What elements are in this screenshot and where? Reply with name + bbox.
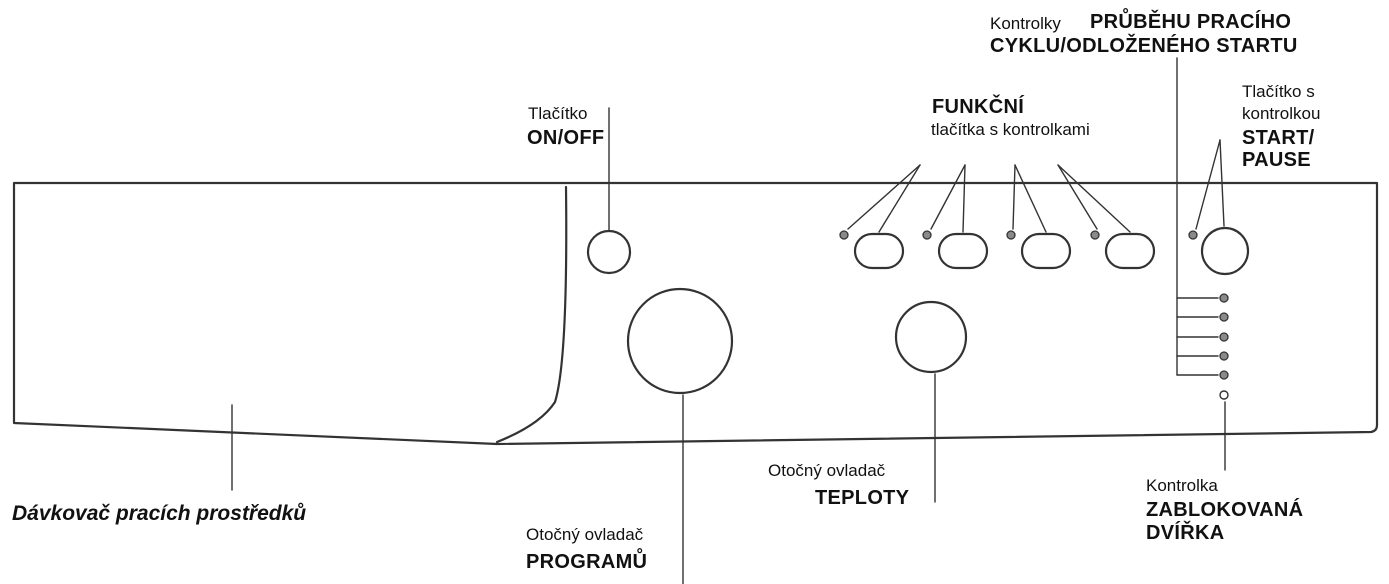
- progress-led-2: [1219, 312, 1229, 322]
- function-button-4: [1104, 232, 1156, 270]
- progress-led-1: [1219, 293, 1229, 303]
- progress-lights-label-line1: PRŮBĚHU PRACÍHO: [1090, 11, 1292, 33]
- function-led-3: [1006, 230, 1016, 240]
- door-lock-label-line2: ZABLOKOVANÁ: [1146, 499, 1304, 521]
- temperature-knob: [894, 300, 968, 374]
- start-pause-label-line1: Tlačítko s: [1242, 82, 1315, 101]
- door-lock-label-line3: DVÍŘKA: [1146, 522, 1225, 544]
- program-knob-label-line1: Otočný ovladač: [526, 525, 644, 544]
- progress-lights-label-line2: CYKLU/ODLOŽENÉHO STARTU: [990, 35, 1298, 57]
- function-led-1: [839, 230, 849, 240]
- start-pause-label-line3: START/: [1242, 127, 1315, 149]
- on-off-label-line2: ON/OFF: [527, 127, 605, 149]
- progress-led-5: [1219, 370, 1229, 380]
- dispenser-label: Dávkovač pracích prostředků: [12, 502, 307, 525]
- function-led-4: [1090, 230, 1100, 240]
- function-button-2: [937, 232, 989, 270]
- on-off-label-line1: Tlačítko: [528, 104, 588, 123]
- progress-led-3: [1219, 332, 1229, 342]
- start-pause-label-line2: kontrolkou: [1242, 104, 1321, 123]
- progress-lights-label-prefix: Kontrolky: [990, 14, 1061, 33]
- start-pause-button: [1200, 226, 1250, 276]
- door-lock-led: [1219, 390, 1229, 400]
- function-buttons-label-line2: tlačítka s kontrolkami: [931, 120, 1090, 139]
- start-pause-label-line4: PAUSE: [1242, 149, 1311, 171]
- program-knob-label-line2: PROGRAMŮ: [526, 551, 648, 573]
- temperature-knob-label-line2: TEPLOTY: [815, 487, 910, 509]
- function-buttons-label-line1: FUNKČNÍ: [932, 96, 1025, 118]
- temperature-knob-label-line1: Otočný ovladač: [768, 461, 886, 480]
- panel-outline: [12, 181, 1379, 446]
- leader-lines: [231, 57, 1226, 584]
- door-lock-label-line1: Kontrolka: [1146, 476, 1218, 495]
- function-button-3: [1020, 232, 1072, 270]
- function-button-1: [853, 232, 905, 270]
- drawer-divider: [495, 185, 568, 444]
- start-pause-led: [1188, 230, 1198, 240]
- progress-led-4: [1219, 351, 1229, 361]
- on-off-button: [586, 229, 632, 275]
- program-knob: [626, 287, 734, 395]
- function-led-2: [922, 230, 932, 240]
